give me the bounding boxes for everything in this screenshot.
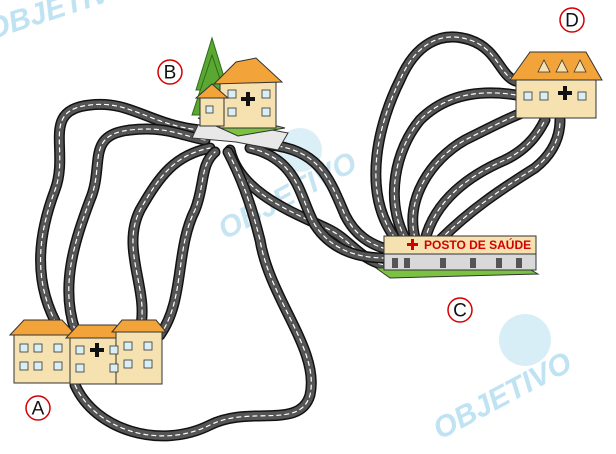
building-d (510, 52, 602, 118)
svg-text:B: B (164, 63, 177, 84)
label-b: B (158, 60, 182, 84)
road-c-d-4 (425, 120, 545, 240)
label-a: A (26, 396, 50, 420)
watermark-bottom-right: OBJETIVO (428, 314, 577, 446)
svg-text:OBJETIVO: OBJETIVO (0, 0, 136, 47)
svg-text:C: C (453, 301, 467, 322)
building-c: POSTO DE SAÚDE (376, 236, 538, 278)
label-d: D (560, 8, 584, 32)
svg-text:OBJETIVO: OBJETIVO (428, 346, 577, 446)
svg-text:POSTO DE SAÚDE: POSTO DE SAÚDE (424, 237, 531, 252)
building-a (10, 320, 166, 384)
health-post-sign: POSTO DE SAÚDE (407, 237, 531, 252)
svg-text:A: A (32, 399, 45, 420)
svg-text:D: D (565, 11, 579, 32)
label-c: C (448, 298, 472, 322)
watermark-top-left: OBJETIVO (0, 0, 136, 47)
building-b (192, 38, 288, 150)
